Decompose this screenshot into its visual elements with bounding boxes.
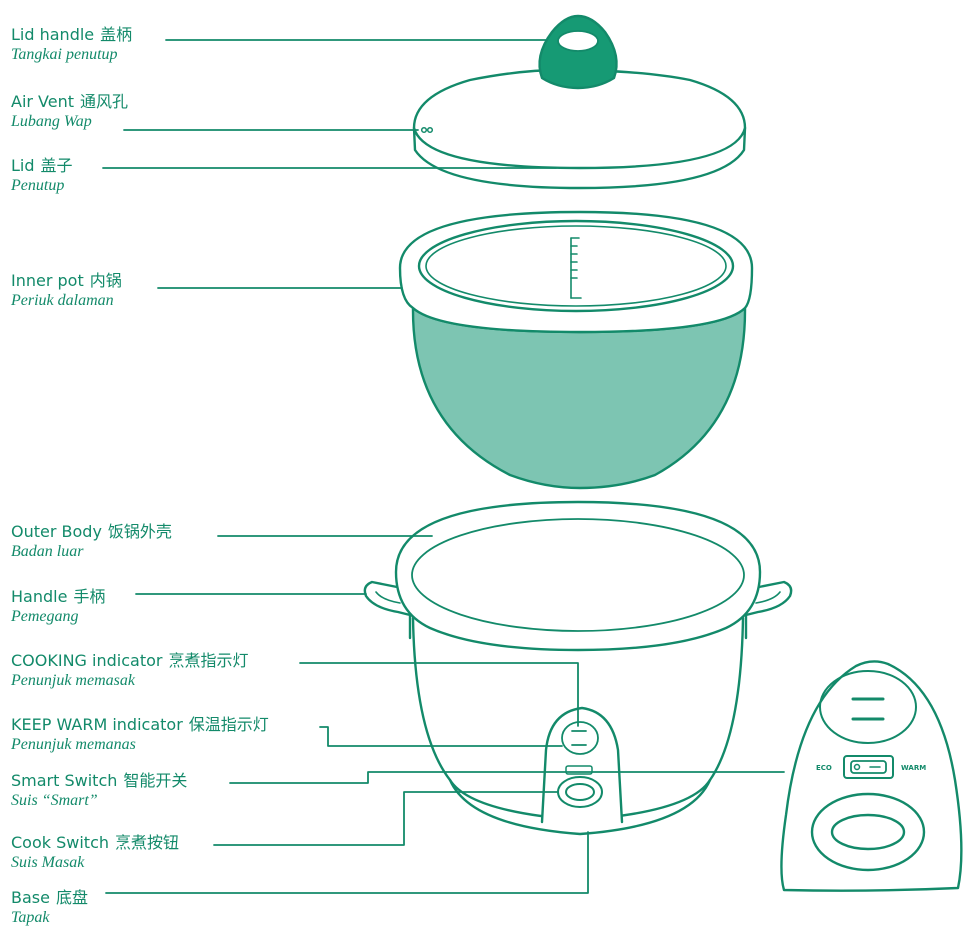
label-zh: 保温指示灯 (188, 715, 269, 734)
label-zh: 底盘 (55, 888, 88, 907)
label-air-vent: Air Vent 通风孔 Lubang Wap (11, 92, 128, 131)
inner-pot-opening (425, 225, 727, 307)
label-smart-switch: Smart Switch 智能开关 Suis “Smart” (11, 771, 187, 810)
label-ms: Periuk dalaman (11, 292, 114, 309)
smart-switch-knob (853, 763, 861, 771)
left-handle-inner (375, 591, 401, 604)
label-keep-warm-indicator: KEEP WARM indicator 保温指示灯 Penunjuk memana… (11, 715, 269, 754)
left-handle (363, 580, 412, 640)
label-zh: 通风孔 (80, 92, 129, 111)
smart-switch-frame (843, 755, 894, 779)
control-panel-detail: ECO WARM (780, 660, 963, 892)
inner-pot-bowl (411, 306, 747, 490)
label-ms: Suis Masak (11, 854, 85, 871)
label-ms: Pemegang (11, 608, 79, 625)
leader-smart-switch (229, 771, 785, 784)
label-ms: Tangkai penutup (11, 46, 118, 63)
smart-switch-toggle (850, 760, 887, 774)
label-handle: Handle 手柄 Pemegang (11, 587, 105, 626)
label-en: Cook Switch (11, 833, 109, 852)
label-zh: 烹煮按钮 (115, 833, 180, 852)
label-base: Base 底盘 Tapak (11, 888, 88, 927)
label-ms: Tapak (11, 909, 50, 926)
label-outer-body: Outer Body 饭锅外壳 Badan luar (11, 522, 172, 561)
label-en: Base (11, 888, 50, 907)
warm-label: WARM (901, 764, 926, 772)
label-zh: 智能开关 (123, 771, 188, 790)
label-inner-pot: Inner pot 内锅 Periuk dalaman (11, 271, 122, 310)
eco-label: ECO (816, 764, 832, 772)
label-ms: Penunjuk memanas (11, 736, 136, 753)
label-en: Inner pot (11, 271, 84, 290)
label-zh: 盖柄 (100, 25, 133, 44)
water-scale-icon (570, 237, 582, 299)
label-ms: Penunjuk memasak (11, 672, 135, 689)
label-cooking-indicator: COOKING indicator 烹煮指示灯 Penunjuk memasak (11, 651, 248, 690)
outer-body-illustration (363, 500, 793, 836)
right-handle (744, 580, 793, 640)
label-en: Air Vent (11, 92, 75, 111)
leader-lines (102, 39, 785, 894)
label-zh: 手柄 (73, 587, 106, 606)
label-en: COOKING indicator (11, 651, 163, 670)
label-en: Lid handle (11, 25, 95, 44)
cook-switch-outer (810, 792, 926, 872)
leader-cooking-indicator (299, 662, 579, 727)
label-zh: 盖子 (40, 156, 73, 175)
label-ms: Suis “Smart” (11, 792, 98, 809)
cook-switch-inner (830, 813, 906, 851)
right-handle-inner (755, 591, 781, 604)
label-ms: Lubang Wap (11, 113, 92, 130)
label-lid: Lid 盖子 Penutup (11, 156, 73, 195)
leader-keep-warm-indicator (319, 726, 563, 747)
label-en: Smart Switch (11, 771, 118, 790)
lid-illustration (412, 14, 747, 190)
indicator-housing (819, 670, 917, 744)
label-en: Handle (11, 587, 68, 606)
label-en: KEEP WARM indicator (11, 715, 183, 734)
base-ring (448, 778, 712, 836)
leader-cook-switch (213, 791, 559, 846)
label-en: Lid (11, 156, 35, 175)
label-zh: 饭锅外壳 (107, 522, 172, 541)
outer-body-opening (411, 518, 745, 632)
label-ms: Badan luar (11, 543, 84, 560)
inner-pot-illustration (398, 210, 754, 490)
leader-base (105, 831, 589, 894)
label-zh: 烹煮指示灯 (168, 651, 249, 670)
control-panel-small (540, 706, 624, 824)
label-en: Outer Body (11, 522, 102, 541)
lid-handle-icon (538, 14, 618, 90)
air-vent-icon (420, 126, 434, 134)
inner-pot-rim-inner (417, 219, 735, 313)
label-cook-switch: Cook Switch 烹煮按钮 Suis Masak (11, 833, 179, 872)
label-ms: Penutup (11, 177, 65, 194)
panel-outline (780, 660, 963, 892)
label-zh: 内锅 (89, 271, 122, 290)
label-lid-handle: Lid handle 盖柄 Tangkai penutup (11, 25, 132, 64)
